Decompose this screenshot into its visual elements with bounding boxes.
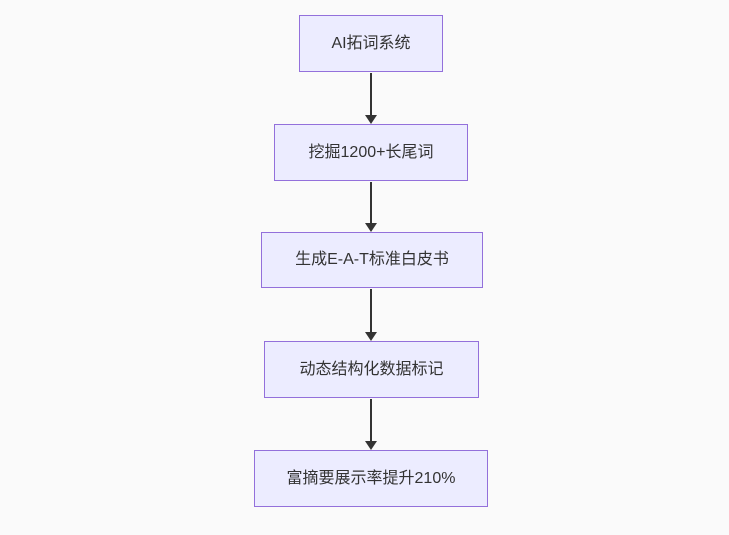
arrowhead-down-icon [365, 441, 377, 450]
flow-node-label: 动态结构化数据标记 [299, 360, 444, 378]
edge-line-b-c [370, 182, 372, 225]
flow-node-ai-word-expansion: AI拓词系统 [299, 15, 443, 72]
flow-node-rich-snippet-result: 富摘要展示率提升210% [254, 450, 488, 507]
flow-node-longtail-mining: 挖掘1200+长尾词 [274, 124, 468, 181]
flow-node-eat-whitepaper: 生成E-A-T标准白皮书 [261, 232, 483, 288]
edge-line-d-e [370, 399, 372, 443]
flow-node-label: 挖掘1200+长尾词 [308, 143, 434, 161]
edge-line-c-d [370, 289, 372, 334]
arrowhead-down-icon [365, 223, 377, 232]
flow-node-label: 生成E-A-T标准白皮书 [295, 251, 449, 269]
edge-line-a-b [370, 73, 372, 117]
flow-node-label: AI拓词系统 [331, 34, 411, 52]
flow-node-label: 富摘要展示率提升210% [286, 469, 456, 487]
flow-node-structured-data-markup: 动态结构化数据标记 [264, 341, 479, 398]
arrowhead-down-icon [365, 115, 377, 124]
arrowhead-down-icon [365, 332, 377, 341]
